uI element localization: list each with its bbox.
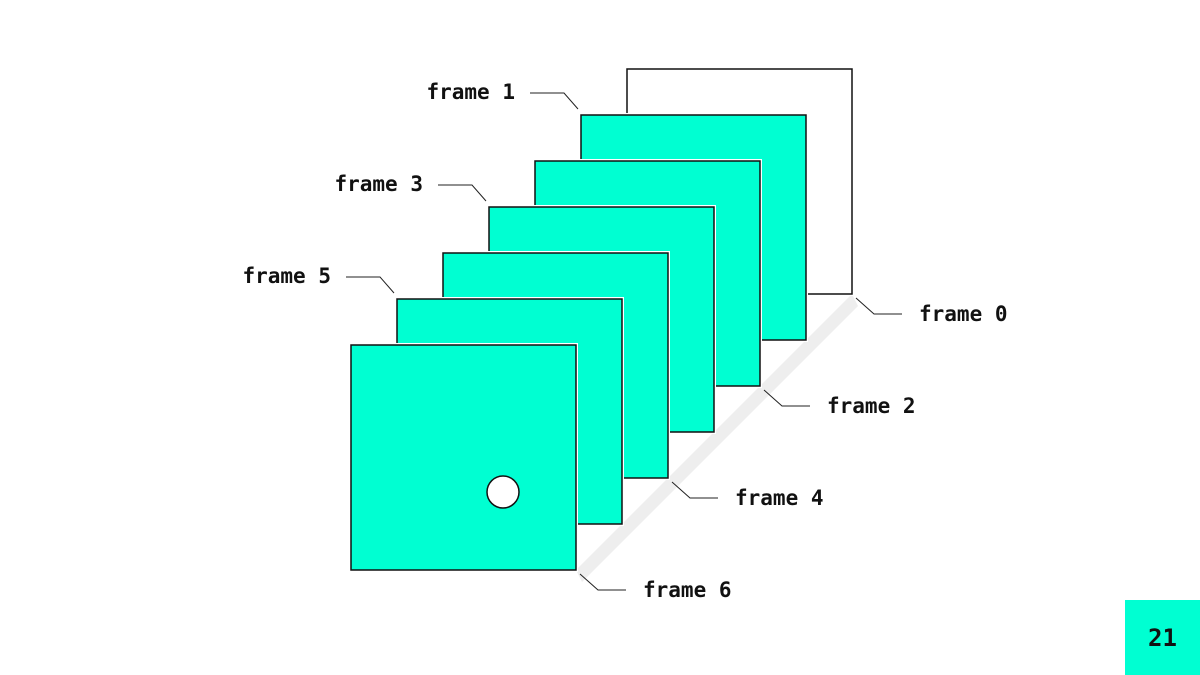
frame-6-panel <box>350 344 577 571</box>
frame-3-label: frame 3 <box>334 172 423 196</box>
frame-0-leader-line <box>855 297 902 315</box>
frame-4-leader-line <box>671 481 718 499</box>
page-number-badge: 21 <box>1125 600 1200 675</box>
frame-4-label: frame 4 <box>735 486 824 510</box>
frame-3-leader-line <box>438 184 487 202</box>
frame-0-label: frame 0 <box>919 302 1008 326</box>
frame-5-leader-line <box>346 276 395 294</box>
frame-2-label: frame 2 <box>827 394 916 418</box>
frame-6-label: frame 6 <box>643 578 732 602</box>
frame-6-dot <box>486 475 520 509</box>
stack-shadow <box>576 294 858 582</box>
frame-6 <box>349 343 578 572</box>
frame-2-leader-line <box>763 389 810 407</box>
frame-6-leader-line <box>579 573 626 591</box>
frame-1-label: frame 1 <box>426 80 515 104</box>
frame-5-label: frame 5 <box>242 264 331 288</box>
frame-1-leader-line <box>530 92 579 110</box>
